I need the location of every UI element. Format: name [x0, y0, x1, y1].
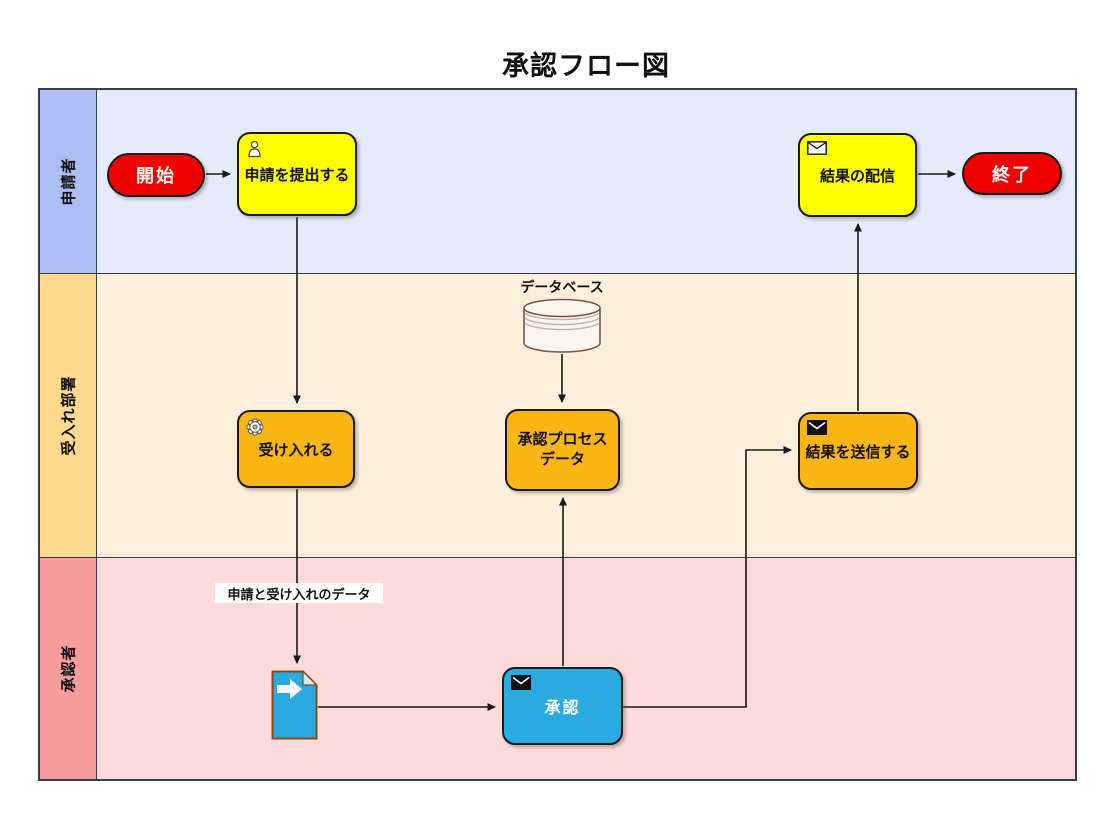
start-event: 開始	[107, 153, 205, 197]
end-event-label: 終了	[992, 164, 1032, 185]
lane-receiving-department-label: 受入れ部署	[60, 375, 78, 456]
task-accept-label: 受け入れる	[258, 441, 334, 459]
task-approve: 承認	[502, 667, 623, 745]
data-flow-note: 申請と受け入れのデータ	[215, 583, 383, 603]
task-send-result-label: 結果を送信する	[805, 443, 911, 461]
end-event: 終了	[962, 152, 1062, 195]
task-send-result: 結果を送信する	[798, 412, 918, 490]
task-deliver-result-label: 結果の配信	[819, 167, 895, 185]
document-shape	[271, 670, 318, 740]
lane-applicant-header: 申請者	[40, 90, 97, 273]
user-icon	[246, 140, 263, 158]
start-event-label: 開始	[136, 166, 176, 186]
lane-applicant-label: 申請者	[60, 157, 78, 206]
task-approval-process-data: 承認プロセス データ	[505, 409, 620, 491]
envelope-icon	[807, 141, 827, 155]
document-arrow-icon	[277, 679, 302, 699]
task-submit-application: 申請を提出する	[237, 132, 357, 216]
task-approve-label: 承認	[544, 700, 581, 717]
lane-approver-label: 承認者	[60, 644, 78, 693]
envelope-filled-icon	[511, 675, 531, 690]
lane-receiving-department-header: 受入れ部署	[40, 274, 97, 557]
database-caption: データベース	[520, 279, 604, 295]
lane-approver-header: 承認者	[40, 558, 97, 779]
task-submit-application-label: 申請を提出する	[244, 166, 350, 184]
diagram-title: 承認フロー図	[502, 51, 670, 81]
task-approval-process-data-label: 承認プロセス データ	[517, 430, 608, 468]
database-cylinder	[522, 297, 602, 355]
task-deliver-result: 結果の配信	[798, 133, 917, 217]
data-flow-note-label: 申請と受け入れのデータ	[227, 586, 371, 602]
gear-icon	[246, 418, 264, 436]
envelope-filled-icon	[807, 420, 827, 435]
task-accept: 受け入れる	[237, 410, 355, 488]
